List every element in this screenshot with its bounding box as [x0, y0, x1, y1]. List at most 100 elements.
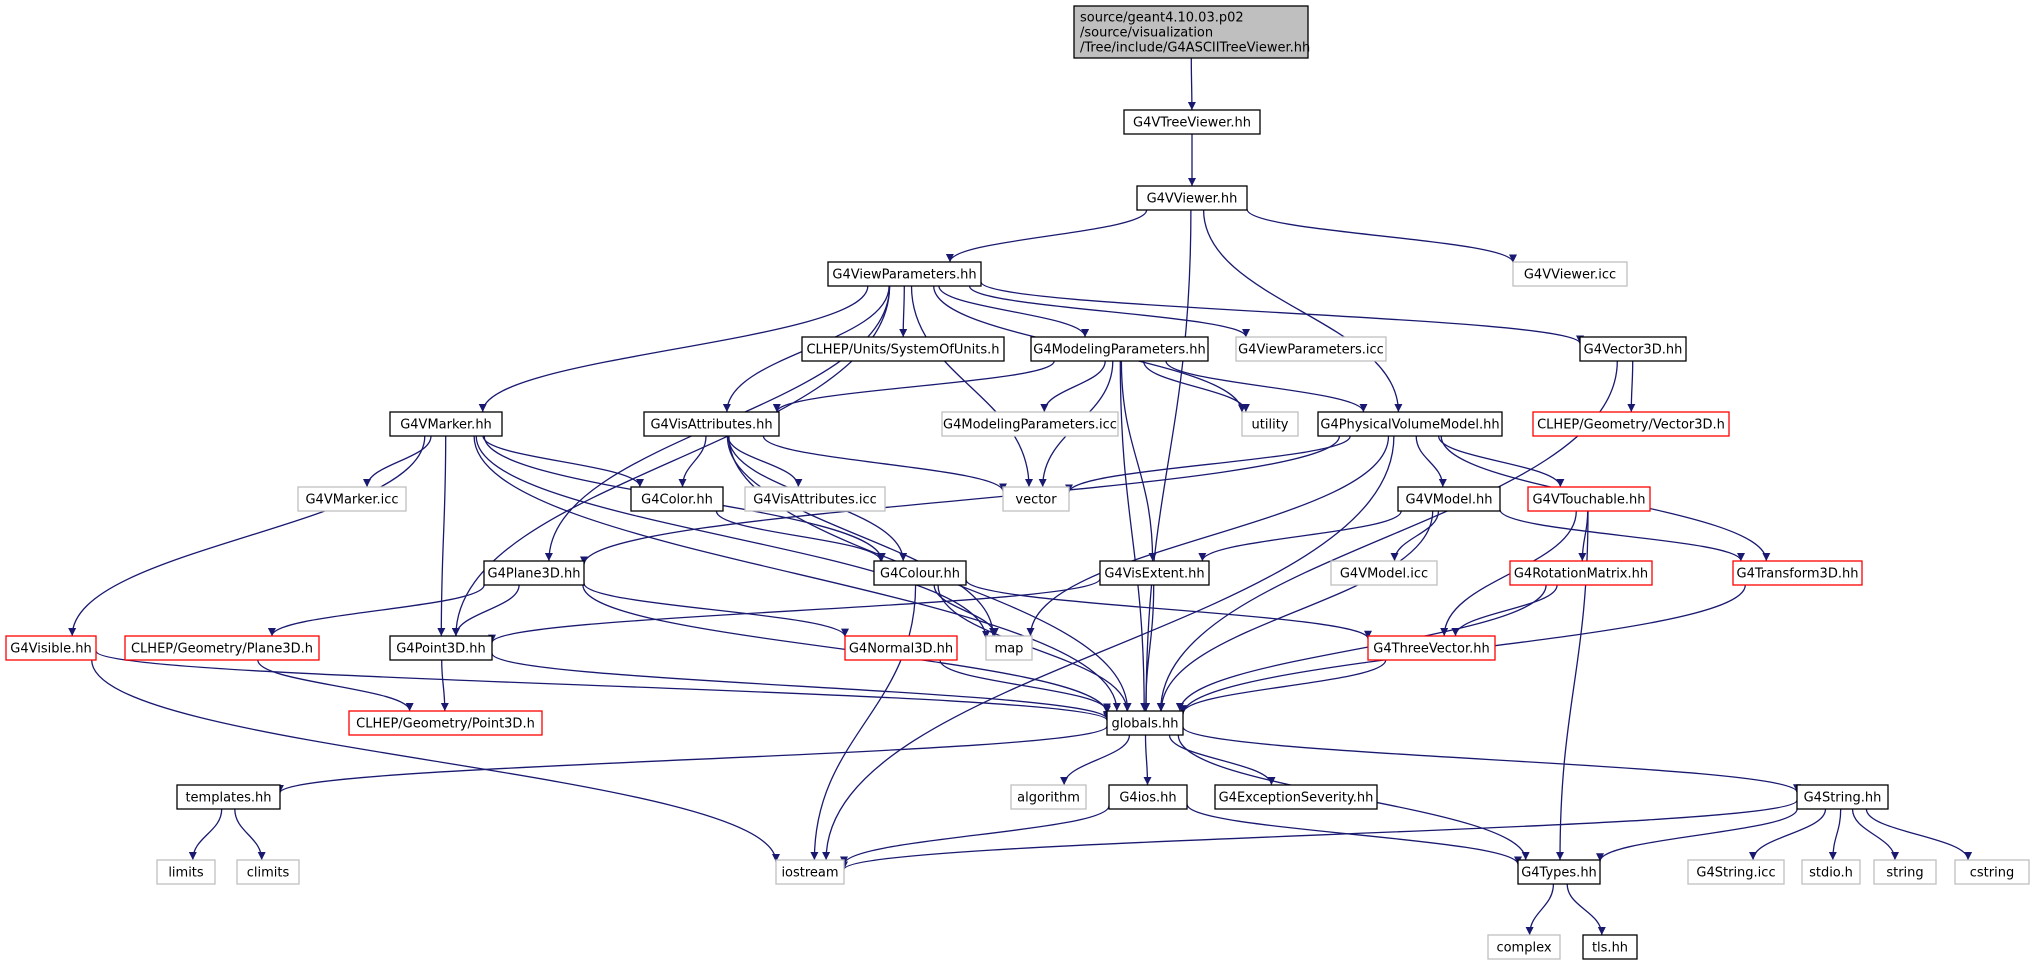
edge-templates-to-climits [234, 808, 266, 861]
edge-viewparams-to-vector [910, 285, 1033, 488]
node-visible[interactable]: G4Visible.hh [5, 635, 97, 661]
edge-globals-to-algorithm [1060, 734, 1131, 786]
node-utility[interactable]: utility [1241, 411, 1299, 437]
node-clhep_point3d[interactable]: CLHEP/Geometry/Point3D.h [348, 710, 543, 736]
node-box [1796, 784, 1889, 810]
node-vmarker[interactable]: G4VMarker.hh [389, 411, 503, 437]
node-box [1123, 109, 1261, 135]
node-iostream[interactable]: iostream [775, 859, 845, 885]
node-map[interactable]: map [985, 635, 1033, 661]
edge-plane3d-to-clhep_plane3d [267, 584, 485, 637]
node-label: G4RotationMatrix.hh [1514, 567, 1648, 582]
node-box [483, 560, 585, 586]
node-vviewer_icc[interactable]: G4VViewer.icc [1512, 261, 1628, 287]
node-box [156, 859, 216, 885]
edge-visattribs-to-color [678, 435, 707, 488]
node-clhep_vector3d[interactable]: CLHEP/Geometry/Vector3D.h [1532, 411, 1730, 437]
node-box [844, 635, 958, 661]
node-climits[interactable]: climits [236, 859, 300, 885]
node-tls[interactable]: tls.hh [1582, 934, 1638, 960]
node-stdio[interactable]: stdio.h [1801, 859, 1861, 885]
node-label: string [1886, 866, 1923, 881]
node-label: G4PhysicalVolumeModel.hh [1320, 418, 1499, 433]
node-visattribs_icc[interactable]: G4VisAttributes.icc [744, 486, 886, 512]
node-vtreeviewer[interactable]: G4VTreeViewer.hh [1123, 109, 1261, 135]
node-string[interactable]: string [1873, 859, 1937, 885]
node-label: /Tree/include/G4ASCIITreeViewer.hh [1080, 41, 1310, 56]
node-normal3d[interactable]: G4Normal3D.hh [844, 635, 958, 661]
node-vmodel[interactable]: G4VModel.hh [1397, 486, 1501, 512]
node-modelingparams_icc[interactable]: G4ModelingParameters.icc [941, 411, 1119, 437]
node-box [1330, 560, 1438, 586]
edge-clhep_plane3d-to-clhep_point3d [257, 659, 414, 712]
node-root[interactable]: source/geant4.10.03.p02/source/visualiza… [1073, 5, 1310, 59]
node-label: G4ios.hh [1119, 791, 1176, 806]
node-box [1367, 635, 1496, 661]
node-visextent[interactable]: G4VisExtent.hh [1099, 560, 1210, 586]
node-label: G4Transform3D.hh [1737, 567, 1859, 582]
node-visattribs[interactable]: G4VisAttributes.hh [643, 411, 780, 437]
node-algorithm[interactable]: algorithm [1010, 784, 1087, 810]
node-box [744, 486, 886, 512]
node-physvolmodel[interactable]: G4PhysicalVolumeModel.hh [1317, 411, 1503, 437]
edge-modelingparams-to-utility [1142, 360, 1250, 413]
node-point3d[interactable]: G4Point3D.hh [389, 635, 493, 661]
node-vviewer[interactable]: G4VViewer.hh [1136, 185, 1248, 211]
node-box [1487, 934, 1561, 960]
edge-g4string-to-g4string_icc [1749, 808, 1827, 861]
node-exceptionseverity[interactable]: G4ExceptionSeverity.hh [1214, 784, 1378, 810]
node-vtouchable[interactable]: G4VTouchable.hh [1527, 486, 1651, 512]
node-transform3d[interactable]: G4Transform3D.hh [1732, 560, 1863, 586]
edge-g4string-to-g4types [1596, 808, 1798, 862]
node-label: CLHEP/Geometry/Point3D.h [356, 717, 535, 732]
node-viewparams[interactable]: G4ViewParameters.hh [827, 261, 982, 287]
node-label: climits [247, 866, 290, 881]
node-box [389, 635, 493, 661]
node-box [1397, 486, 1501, 512]
edge-modelingparams-to-globals [1119, 360, 1149, 712]
edge-colour-to-iostream [810, 584, 917, 861]
node-cstring[interactable]: cstring [1954, 859, 2030, 885]
edge-modelingparams-to-modelingparams_icc [1040, 360, 1106, 413]
node-vector3d[interactable]: G4Vector3D.hh [1579, 336, 1687, 362]
node-label: source/geant4.10.03.p02 [1080, 11, 1244, 26]
edge-vmodel-to-globals [1157, 510, 1434, 712]
edge-vviewer-to-globals [1142, 209, 1192, 712]
node-label: G4Vector3D.hh [1584, 343, 1683, 358]
node-threevector[interactable]: G4ThreeVector.hh [1367, 635, 1496, 661]
node-plane3d[interactable]: G4Plane3D.hh [483, 560, 585, 586]
node-label: G4VTouchable.hh [1533, 493, 1646, 508]
node-label: G4Plane3D.hh [488, 567, 581, 582]
node-vmodel_icc[interactable]: G4VModel.icc [1330, 560, 1438, 586]
node-g4types[interactable]: G4Types.hh [1517, 859, 1601, 885]
node-box [176, 784, 281, 810]
node-rotationmatrix[interactable]: G4RotationMatrix.hh [1509, 560, 1653, 586]
node-label: G4VisAttributes.icc [753, 493, 877, 508]
node-vmarker_icc[interactable]: G4VMarker.icc [297, 486, 407, 512]
edge-viewparams-to-viewparams_icc [968, 285, 1250, 338]
node-complex[interactable]: complex [1487, 934, 1561, 960]
node-label: G4ViewParameters.hh [832, 268, 976, 283]
node-label: G4VModel.icc [1340, 567, 1428, 582]
node-limits[interactable]: limits [156, 859, 216, 885]
node-modelingparams[interactable]: G4ModelingParameters.hh [1030, 336, 1209, 362]
node-colour[interactable]: G4Colour.hh [873, 560, 967, 586]
edge-vviewer-to-vviewer_icc [1246, 208, 1517, 263]
node-templates[interactable]: templates.hh [176, 784, 281, 810]
node-box [873, 560, 967, 586]
edge-colour-to-threevector [965, 579, 1372, 639]
node-g4string[interactable]: G4String.hh [1796, 784, 1889, 810]
node-label: G4VMarker.hh [400, 418, 492, 433]
node-globals[interactable]: globals.hh [1106, 710, 1184, 736]
node-g4string_icc[interactable]: G4String.icc [1687, 859, 1785, 885]
node-color[interactable]: G4Color.hh [630, 486, 724, 512]
node-viewparams_icc[interactable]: G4ViewParameters.icc [1235, 336, 1387, 362]
node-vector[interactable]: vector [1002, 486, 1070, 512]
node-clhep_plane3d[interactable]: CLHEP/Geometry/Plane3D.h [124, 635, 320, 661]
node-g4ios[interactable]: G4ios.hh [1108, 784, 1188, 810]
node-label: limits [168, 866, 204, 881]
node-box [1030, 336, 1209, 362]
edge-g4string-to-stdio [1828, 808, 1842, 861]
node-clhep_units[interactable]: CLHEP/Units/SystemOfUnits.h [801, 336, 1005, 362]
node-label: utility [1252, 418, 1289, 433]
